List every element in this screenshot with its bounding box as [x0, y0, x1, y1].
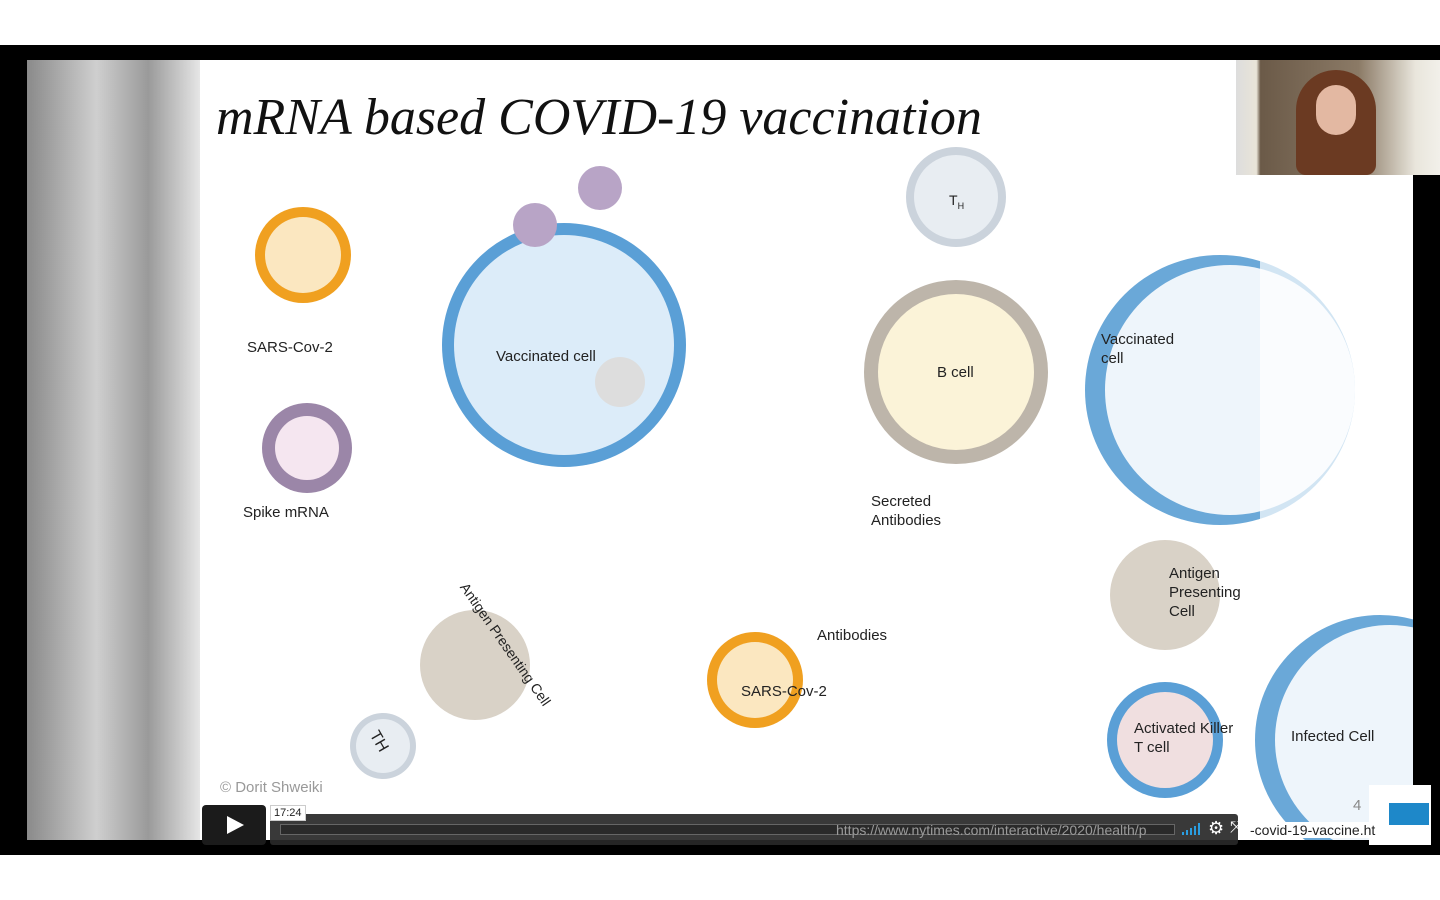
timestamp-tooltip: 17:24	[270, 805, 306, 821]
label-line: cell	[1101, 350, 1124, 367]
label-sars-2: SARS-Cov-2	[741, 683, 827, 700]
slide-title: mRNA based COVID-19 vaccination	[216, 89, 982, 146]
source-url-end[interactable]: -covid-19-vaccine.ht	[1250, 822, 1376, 838]
th-cell-small	[350, 713, 416, 779]
logo-badge	[1389, 803, 1429, 825]
speaker-webcam	[1236, 60, 1440, 175]
label-th: TH	[949, 191, 964, 216]
source-url[interactable]: https://www.nytimes.com/interactive/2020…	[836, 822, 1147, 838]
killer-t-cell-illustration	[1107, 682, 1223, 798]
label-line: Vaccinated	[1101, 331, 1175, 348]
sars-virus-2-illustration	[707, 632, 803, 728]
seek-bar[interactable]	[280, 824, 1175, 835]
institution-logo	[1369, 785, 1431, 845]
play-button[interactable]	[202, 805, 266, 845]
video-controls: ⚙ ⤧ 17:24	[202, 805, 1243, 845]
label-line: Antigen	[1169, 565, 1220, 582]
th-cell-illustration	[906, 147, 1006, 247]
settings-gear-icon[interactable]: ⚙	[1208, 818, 1225, 838]
label-line: T cell	[1134, 739, 1170, 756]
label-antibodies: Antibodies	[817, 627, 888, 644]
label-spike-mrna: Spike mRNA	[243, 504, 329, 521]
vaccinated-cell-illustration	[442, 166, 686, 467]
label-killer-t-cell: Activated Killer T cell	[1134, 719, 1233, 757]
label-b-cell: B cell	[937, 364, 974, 381]
control-bar: ⚙ ⤧	[270, 814, 1243, 845]
apc-illustration	[420, 540, 1220, 720]
page-number: 4	[1353, 797, 1362, 814]
volume-icon[interactable]	[1182, 823, 1200, 835]
b-cell-illustration	[864, 280, 1048, 464]
label-line: Cell	[1169, 603, 1195, 620]
label-line: Antibodies	[871, 512, 942, 529]
label-line: Secreted	[871, 493, 932, 510]
label-line: Presenting	[1169, 584, 1241, 601]
th-subscript: H	[957, 200, 965, 211]
label-sars: SARS-Cov-2	[247, 339, 333, 356]
label-line: Activated Killer	[1134, 720, 1234, 737]
label-infected-cell: Infected Cell	[1291, 728, 1375, 745]
label-vaccinated-cell: Vaccinated cell	[496, 348, 596, 365]
coronavirus-side-image	[27, 60, 200, 840]
th-text: T	[949, 192, 958, 208]
speaker-face	[1316, 85, 1356, 135]
slide: mRNA based COVID-19 vaccination SARS-Cov…	[200, 60, 1413, 840]
vaccinated-cell-2-illustration	[1085, 210, 1413, 590]
spike-mrna-illustration	[262, 403, 352, 493]
copyright: © Dorit Shweiki	[220, 779, 323, 796]
label-vaccinated-2: Vaccinated cell	[1101, 330, 1174, 368]
fullscreen-icon[interactable]: ⤧	[1230, 819, 1243, 836]
sars-virus-illustration	[255, 207, 351, 303]
